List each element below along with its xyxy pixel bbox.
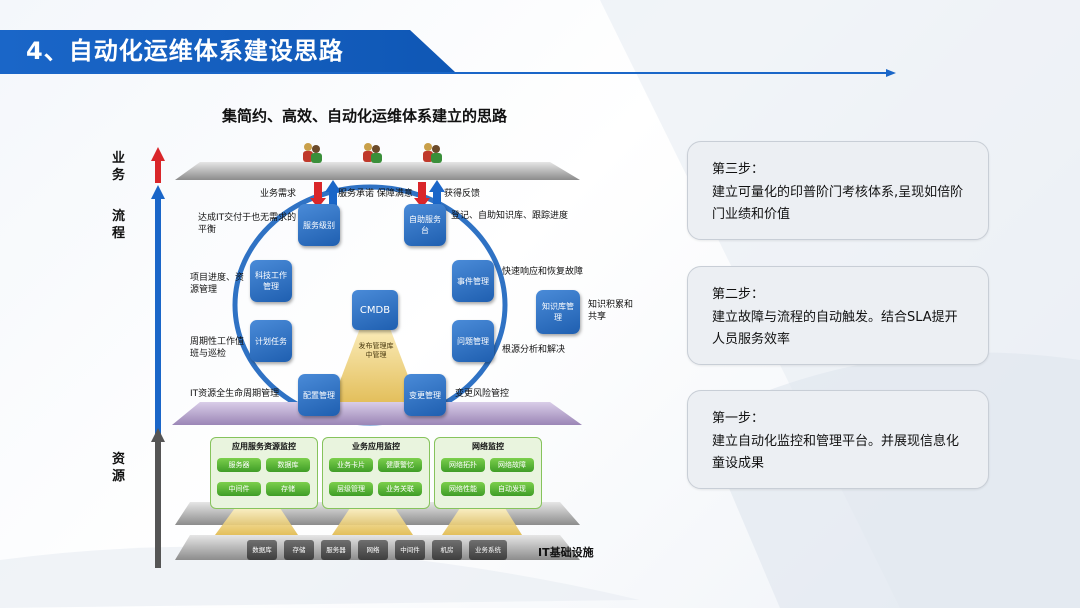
step-title: 第三步：: [712, 162, 765, 177]
note-register: 登记、自助知识库、跟踪进度: [451, 211, 569, 221]
step-text: 建立自动化监控和管理平台。并展现信息化童设成果: [712, 434, 960, 471]
node-tech-work: 科技工作管理: [250, 260, 292, 302]
infra-item: 服务器: [321, 540, 351, 560]
infra-item: 中间件: [395, 540, 425, 560]
axis-label-resource: 资源: [112, 452, 126, 484]
diagram-title: 集简约、高效、自动化运维体系建立的思路: [222, 107, 508, 125]
note-knowledge: 知识积累和共享: [588, 300, 634, 322]
label-service-commit: 服务承诺 保障满意: [338, 189, 413, 199]
infra-item: 业务系统: [469, 540, 507, 560]
note-project: 项目进度、资源管理: [190, 273, 245, 295]
step-card-2: 第二步： 建立故障与流程的自动触发。结合SLA提开人员服务效率: [687, 266, 989, 365]
monitor-item: 网络拓扑: [441, 458, 485, 472]
monitor-group-network: 网络监控 网络拓扑 网络故障 网络性能 自动发现: [434, 437, 542, 509]
node-change: 变更管理: [404, 374, 446, 416]
node-sla: 服务级别: [298, 204, 340, 246]
step-title: 第一步：: [712, 411, 765, 426]
monitor-item: 中间件: [217, 482, 261, 496]
page-title: 4、自动化运维体系建设思路: [26, 37, 344, 65]
note-restore: 快速响应和恢复故障: [502, 267, 584, 277]
note-lifecycle: IT资源全生命周期管理: [190, 389, 280, 399]
step-text: 建立可量化的印普阶门考核体系,呈现如倍阶门业绩和价值: [712, 185, 964, 222]
monitor-group-title: 业务应用监控: [352, 442, 400, 451]
label-release-db: 发布管理库中管理: [358, 342, 394, 359]
infra-item: 存储: [284, 540, 314, 560]
vertical-axis: [151, 147, 165, 568]
title-banner: [0, 30, 455, 72]
monitor-item: 存储: [266, 482, 310, 496]
node-config: 配置管理: [298, 374, 340, 416]
axis-label-business: 业务: [112, 151, 126, 183]
infra-item: 网络: [358, 540, 388, 560]
step-text: 建立故障与流程的自动触发。结合SLA提开人员服务效率: [712, 310, 958, 347]
monitor-group-title: 网络监控: [472, 442, 504, 451]
node-knowledge: 知识库管理: [536, 290, 580, 334]
note-root-cause: 根源分析和解决: [502, 345, 566, 355]
monitor-item: 健康警忆: [378, 458, 422, 472]
node-problem: 问题管理: [452, 320, 494, 362]
node-event: 事件管理: [452, 260, 494, 302]
node-cmdb: CMDB: [352, 290, 398, 330]
note-cycle-work: 周期性工作值班与巡检: [190, 337, 245, 359]
infra-label: IT基础设施: [538, 546, 594, 559]
monitor-item: 数据库: [266, 458, 310, 472]
monitor-group-title: 应用服务资源监控: [232, 442, 296, 451]
monitor-item: 业务卡片: [329, 458, 373, 472]
infra-item: 数据库: [247, 540, 277, 560]
step-title: 第二步：: [712, 287, 765, 302]
monitor-item: 网络故障: [490, 458, 534, 472]
note-it-balance: 达成IT交付于也无需求的平衡: [198, 213, 297, 235]
title-arrow-head: [886, 69, 896, 77]
user-group-icon: [423, 143, 442, 163]
infra-item: 机房: [432, 540, 462, 560]
monitor-item: 业务关联: [378, 482, 422, 496]
label-biz-demand: 业务需求: [260, 189, 297, 199]
monitor-item: 层级管理: [329, 482, 373, 496]
monitor-item: 自动发现: [490, 482, 534, 496]
step-card-1: 第一步： 建立自动化监控和管理平台。并展现信息化童设成果: [687, 390, 989, 489]
step-card-3: 第三步： 建立可量化的印普阶门考核体系,呈现如倍阶门业绩和价值: [687, 141, 989, 240]
monitor-group-business: 业务应用监控 业务卡片 健康警忆 层级管理 业务关联: [322, 437, 430, 509]
user-group-icon: [303, 143, 322, 163]
node-self-service: 自助服务台: [404, 204, 446, 246]
note-risk: 变更风险管控: [455, 389, 510, 399]
monitor-item: 服务器: [217, 458, 261, 472]
label-feedback: 获得反馈: [444, 189, 481, 199]
axis-label-process: 流程: [112, 209, 126, 241]
user-group-icon: [363, 143, 382, 163]
node-plan: 计划任务: [250, 320, 292, 362]
title-underline: [0, 72, 890, 74]
monitor-item: 网络性能: [441, 482, 485, 496]
monitor-group-app: 应用服务资源监控 服务器 数据库 中间件 存储: [210, 437, 318, 509]
